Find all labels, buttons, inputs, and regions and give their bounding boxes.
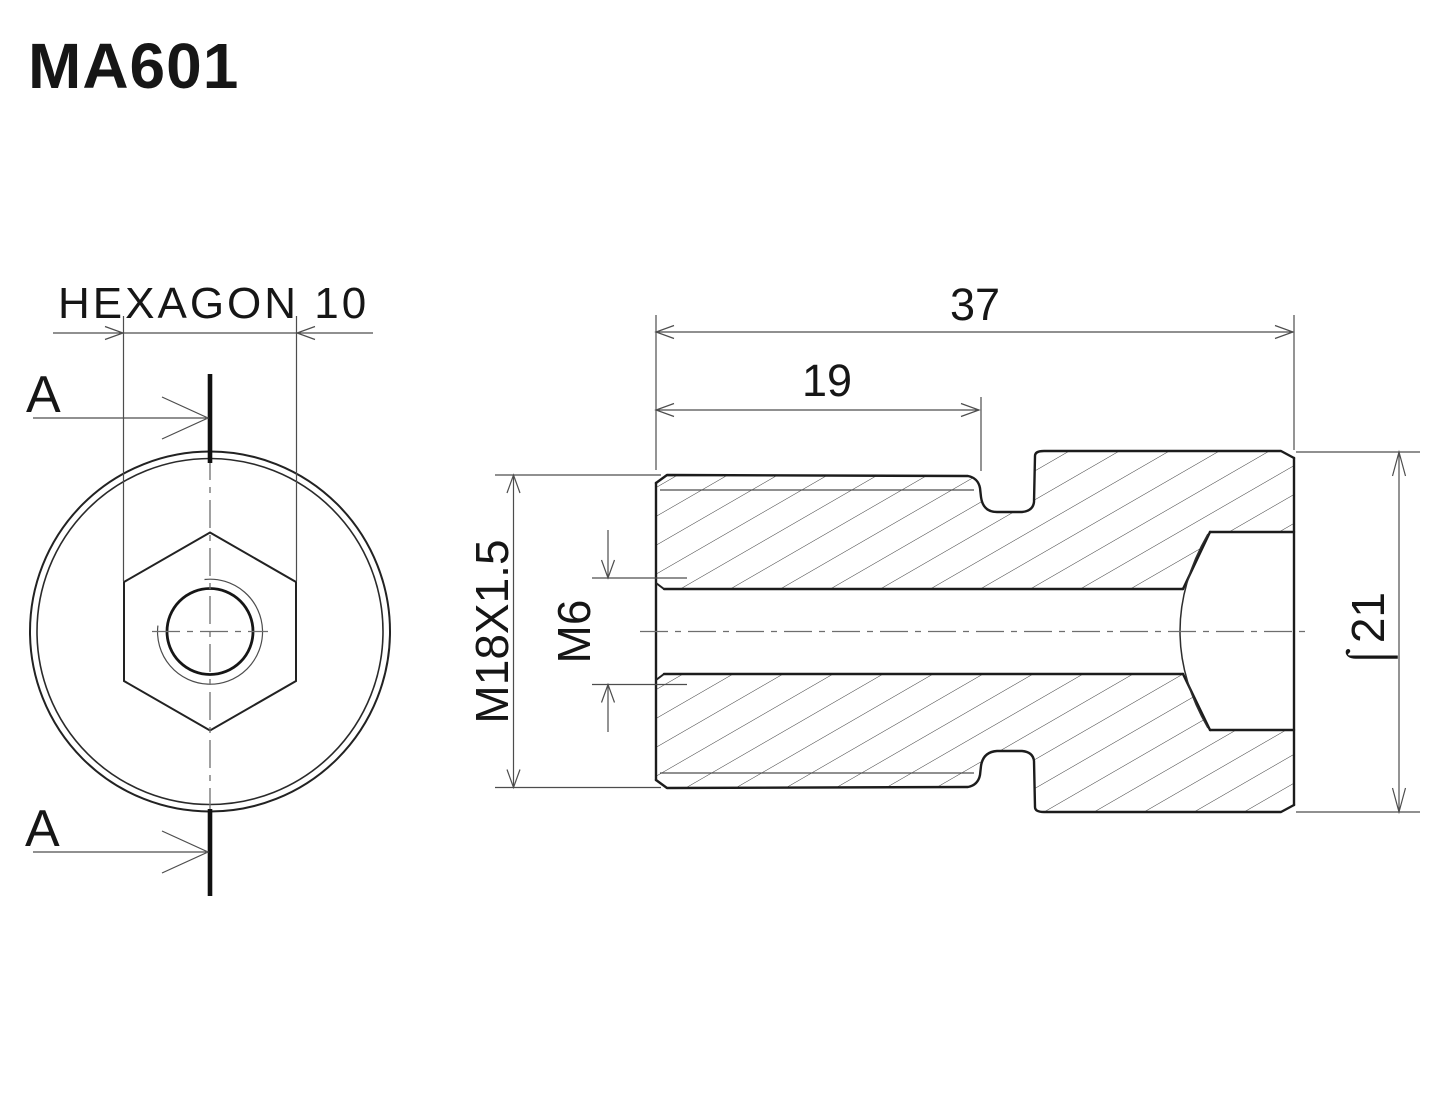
hatch-lower-region: [656, 674, 1294, 812]
internal-thread-dimension: M6: [548, 530, 687, 732]
bore-entry-chamfer: [655, 673, 665, 681]
outer-diameter-dimension: ⌠21: [1296, 449, 1420, 815]
section-arrow-top-head: [161, 396, 210, 440]
front-view: A A HEXAGON 10: [25, 279, 391, 896]
external-thread-dimension: M18X1.5: [466, 473, 661, 790]
section-label-bottom: A: [25, 800, 60, 858]
section-arrow-bottom-head: [161, 830, 210, 874]
bore-lines: [655, 582, 1185, 681]
dimension-arrow: [1391, 787, 1407, 815]
dimension-arrow: [104, 325, 125, 341]
dimension-arrow: [600, 682, 616, 703]
internal-thread-label: M6: [548, 600, 600, 664]
drawing-title: MA601: [28, 30, 239, 102]
dimension-arrow: [506, 473, 521, 494]
overall-length-label: 37: [950, 279, 1000, 330]
external-thread-label: M18X1.5: [466, 539, 518, 723]
section-label-top: A: [26, 366, 61, 424]
overall-length-dimension: 37: [654, 279, 1295, 470]
hatch-upper-region: [656, 451, 1294, 589]
dimension-arrow: [654, 324, 675, 340]
dimension-arrow: [1274, 324, 1295, 340]
outer-diameter-label: ⌠21: [1342, 592, 1398, 671]
dimension-arrow: [295, 325, 316, 341]
thread-arc: [156, 578, 264, 685]
section-view: 37 19 M18X1.5 M6: [466, 279, 1420, 815]
hexagon-dimension: HEXAGON 10: [53, 279, 373, 581]
thread-length-label: 19: [802, 355, 852, 406]
section-line-a-a: A A: [25, 366, 213, 896]
dimension-arrow: [1391, 449, 1407, 477]
bore-entry-chamfer: [655, 582, 665, 590]
dimension-arrow: [506, 769, 521, 790]
dimension-arrow: [960, 402, 981, 418]
hexagon-dim-label: HEXAGON 10: [58, 279, 369, 328]
lower-profile-outline: [654, 749, 1296, 814]
thread-length-dimension: 19: [654, 355, 982, 471]
dimension-arrow: [600, 559, 616, 580]
upper-profile-outline: [654, 449, 1296, 514]
dimension-arrow: [654, 402, 675, 418]
